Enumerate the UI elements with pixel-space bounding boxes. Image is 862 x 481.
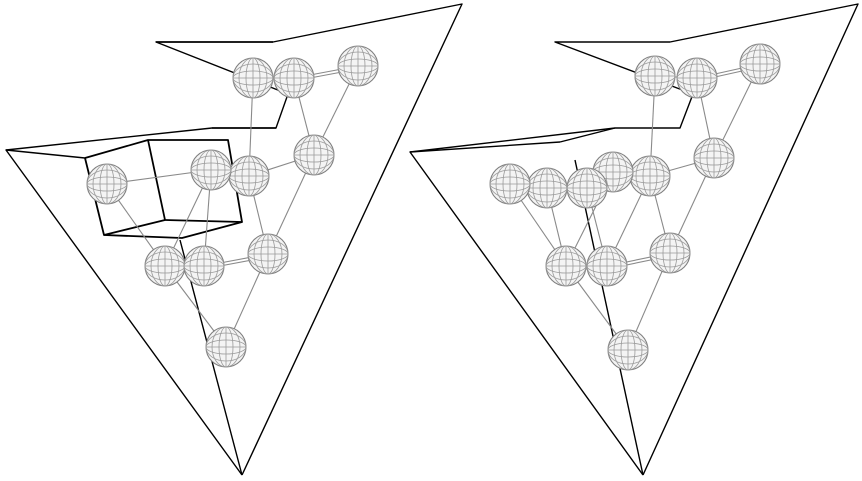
left-panel xyxy=(6,4,462,475)
atom xyxy=(635,56,675,96)
atom xyxy=(145,246,185,286)
atom xyxy=(527,168,567,208)
atom xyxy=(630,156,670,196)
atom xyxy=(587,246,627,286)
atom xyxy=(87,164,127,204)
atom xyxy=(694,138,734,178)
atom xyxy=(608,330,648,370)
atom xyxy=(677,58,717,98)
atom xyxy=(274,58,314,98)
atom xyxy=(567,168,607,208)
atom xyxy=(233,58,273,98)
atom xyxy=(248,234,288,274)
left-bonds xyxy=(107,66,358,347)
atom xyxy=(546,246,586,286)
right-panel xyxy=(410,4,858,475)
atom xyxy=(490,164,530,204)
atom xyxy=(229,156,269,196)
left-atoms xyxy=(87,46,378,367)
atom xyxy=(294,135,334,175)
atom xyxy=(650,233,690,273)
right-frame xyxy=(410,4,858,475)
atom xyxy=(740,44,780,84)
atom xyxy=(206,327,246,367)
atom xyxy=(338,46,378,86)
atom xyxy=(184,246,224,286)
atom xyxy=(191,150,231,190)
